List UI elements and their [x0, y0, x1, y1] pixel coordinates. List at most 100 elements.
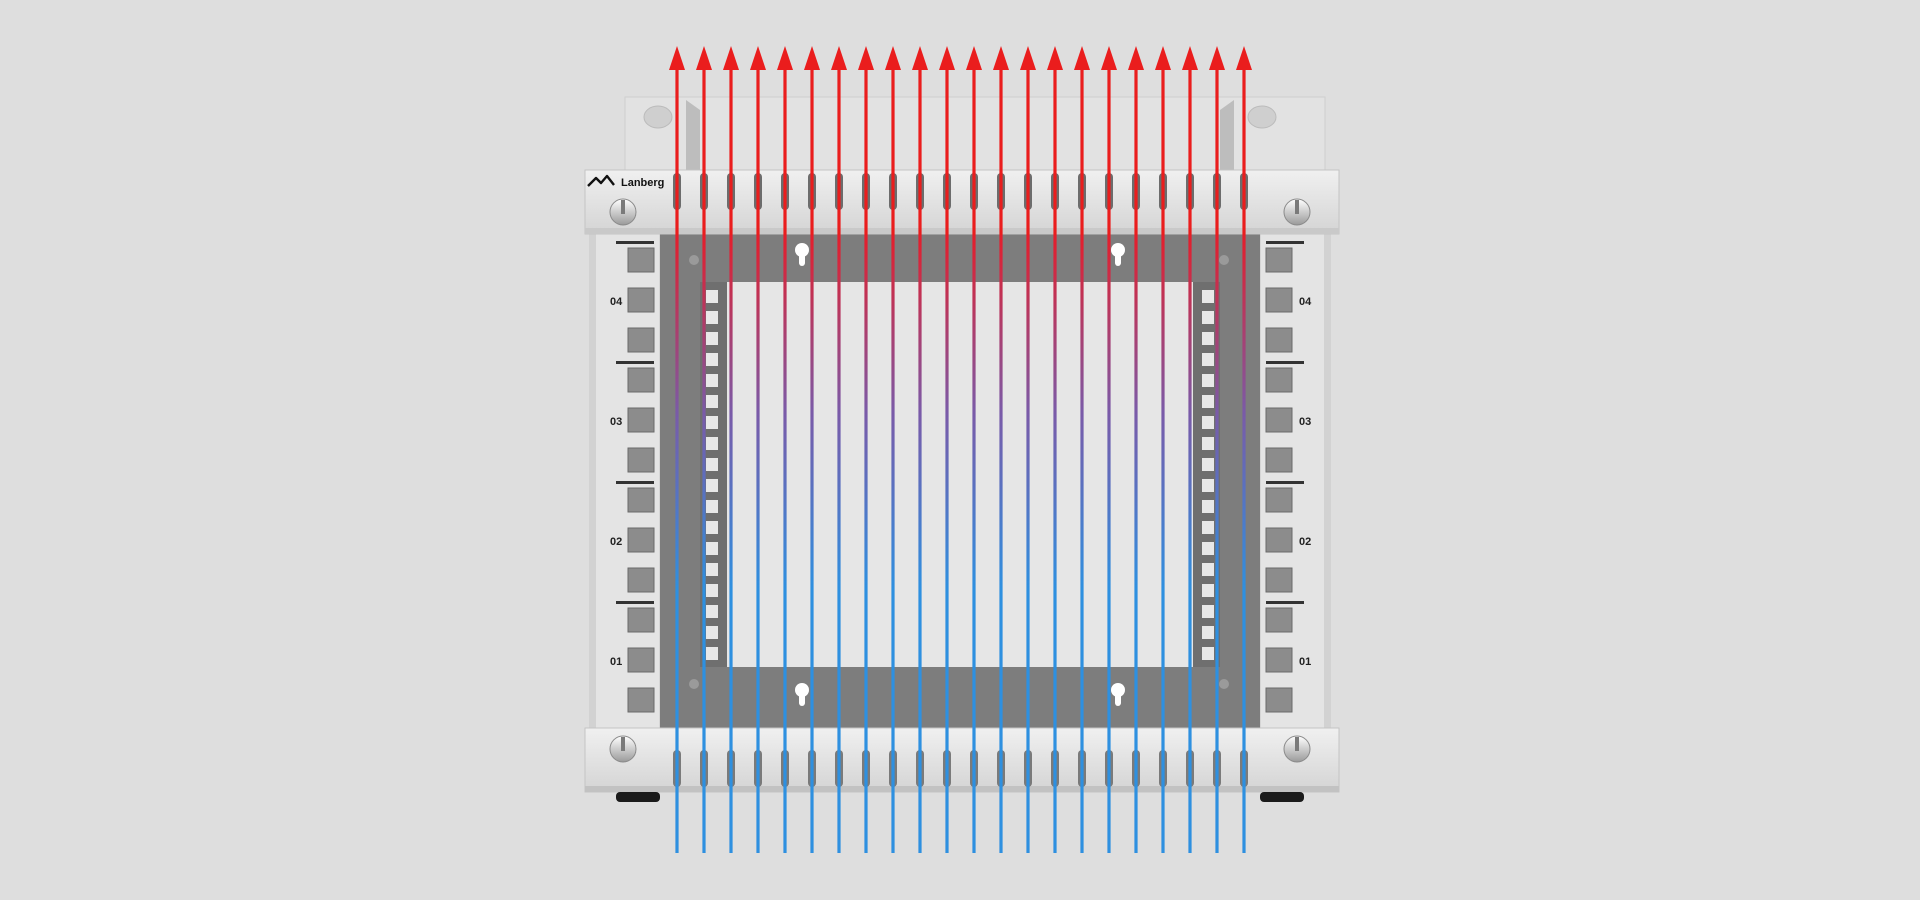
- inner-rail-square: [706, 395, 718, 408]
- rail-mounting-hole: [1265, 407, 1293, 433]
- rail-mounting-hole: [627, 487, 655, 513]
- rail-mounting-hole: [627, 367, 655, 393]
- rail-mounting-hole: [1265, 527, 1293, 553]
- inner-rail-square: [1202, 374, 1214, 387]
- arrow-up-icon: [1209, 46, 1225, 70]
- unit-label-right-03: 03: [1299, 416, 1311, 428]
- arrow-up-icon: [1128, 46, 1144, 70]
- airflow-lines: [675, 66, 1246, 853]
- inner-rail-square: [706, 332, 718, 345]
- arrow-up-icon: [858, 46, 874, 70]
- inner-rail-square: [706, 500, 718, 513]
- rail-mounting-hole: [627, 287, 655, 313]
- rail-mounting-hole: [1265, 367, 1293, 393]
- inner-rail-square: [706, 290, 718, 303]
- screw-bottom-right: [1283, 735, 1311, 763]
- inner-rail-square: [1202, 332, 1214, 345]
- inner-rail-square: [706, 311, 718, 324]
- rail-mounting-hole: [627, 407, 655, 433]
- inner-rail-square: [706, 479, 718, 492]
- rack-unit-labels: 04 03 02 01 04 03 02 01: [610, 296, 1312, 668]
- rail-mounting-hole: [1265, 247, 1293, 273]
- unit-label-left-03: 03: [610, 416, 622, 428]
- inner-rail-square: [706, 353, 718, 366]
- arrow-up-icon: [804, 46, 820, 70]
- inner-rail-square: [706, 605, 718, 618]
- unit-label-left-01: 01: [610, 656, 622, 668]
- inner-rail-square: [706, 563, 718, 576]
- rail-mounting-hole: [627, 687, 655, 713]
- arrow-up-icon: [723, 46, 739, 70]
- unit-label-right-01: 01: [1299, 656, 1311, 668]
- arrow-up-icon: [885, 46, 901, 70]
- unit-dividers: [616, 241, 1304, 604]
- arrow-up-icon: [696, 46, 712, 70]
- unit-label-left-04: 04: [610, 296, 623, 308]
- arrow-up-icon: [1182, 46, 1198, 70]
- arrow-up-icon: [831, 46, 847, 70]
- inner-rail-square: [706, 626, 718, 639]
- rail-mounting-hole: [627, 447, 655, 473]
- bottom-panel: [584, 727, 1340, 793]
- rail-mounting-hole: [1265, 287, 1293, 313]
- rail-mounting-hole: [1265, 647, 1293, 673]
- rail-mounting-hole: [627, 647, 655, 673]
- unit-label-left-02: 02: [610, 536, 622, 548]
- rail-mounting-hole: [1265, 447, 1293, 473]
- inner-rail-square: [706, 542, 718, 555]
- rail-mounting-hole: [1265, 687, 1293, 713]
- inner-rail-square: [1202, 395, 1214, 408]
- inner-rail-square: [706, 416, 718, 429]
- arrow-up-icon: [1074, 46, 1090, 70]
- arrow-up-icon: [993, 46, 1009, 70]
- rail-mounting-hole: [627, 527, 655, 553]
- arrow-up-icon: [669, 46, 685, 70]
- rail-mounting-hole: [627, 567, 655, 593]
- inner-rail-square: [1202, 521, 1214, 534]
- inner-rail-square: [1202, 416, 1214, 429]
- keyhole-slots: [795, 243, 1125, 706]
- inner-rail-square: [1202, 563, 1214, 576]
- arrow-up-icon: [750, 46, 766, 70]
- inner-rail-square: [706, 458, 718, 471]
- rail-mounting-hole: [627, 327, 655, 353]
- arrow-up-icon: [1236, 46, 1252, 70]
- airflow-arrows: [669, 46, 1252, 70]
- screw-bottom-left: [609, 735, 637, 763]
- inner-rail-square: [1202, 458, 1214, 471]
- arrow-up-icon: [1047, 46, 1063, 70]
- arrow-up-icon: [966, 46, 982, 70]
- brand-logo: Lanberg: [587, 174, 664, 189]
- screw-top-left: [609, 198, 637, 226]
- cabinet-interior: [660, 232, 1260, 728]
- rail-mounting-hole: [1265, 327, 1293, 353]
- inner-rail-square: [706, 647, 718, 660]
- right-rack-rail: [1265, 247, 1293, 713]
- arrow-up-icon: [777, 46, 793, 70]
- inner-rail-square: [1202, 605, 1214, 618]
- arrow-up-icon: [912, 46, 928, 70]
- arrow-up-icon: [1101, 46, 1117, 70]
- arrow-up-icon: [939, 46, 955, 70]
- unit-label-right-02: 02: [1299, 536, 1311, 548]
- inner-rail-square: [1202, 479, 1214, 492]
- rail-mounting-hole: [1265, 567, 1293, 593]
- inner-rail-square: [706, 521, 718, 534]
- inner-rail-square: [706, 374, 718, 387]
- inner-rail-square: [706, 584, 718, 597]
- panel-screws: [609, 198, 1311, 763]
- inner-rail-square: [1202, 647, 1214, 660]
- inner-rail-square: [1202, 437, 1214, 450]
- inner-rail-square: [706, 437, 718, 450]
- inner-rail-square: [1202, 542, 1214, 555]
- inner-rail-square: [1202, 311, 1214, 324]
- left-rack-rail: [627, 247, 655, 713]
- mountain-logo-icon: [587, 174, 615, 187]
- arrow-up-icon: [1020, 46, 1036, 70]
- inner-rail-square: [1202, 500, 1214, 513]
- rail-mounting-hole: [1265, 607, 1293, 633]
- inner-rail-square: [1202, 626, 1214, 639]
- inner-rail-square: [1202, 353, 1214, 366]
